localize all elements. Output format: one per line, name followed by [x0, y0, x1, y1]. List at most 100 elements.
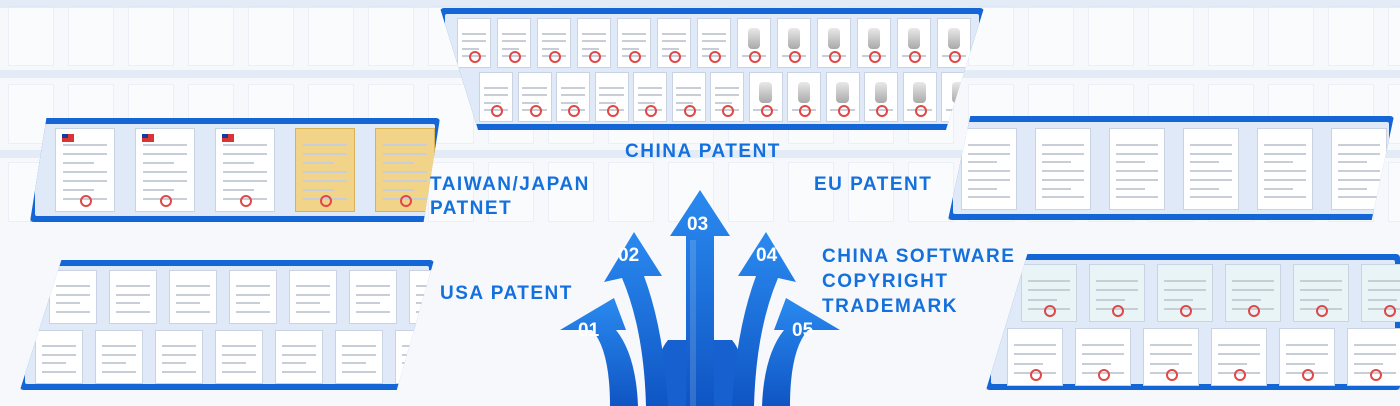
- certificate-thumbnail: [961, 128, 1017, 210]
- usa-patent-certificates: [25, 266, 434, 384]
- arrow-number-02: 02: [618, 245, 639, 266]
- certificate-thumbnail: [109, 270, 157, 324]
- software-label-line3: TRADEMARK: [822, 296, 958, 317]
- background-certificate: [128, 6, 174, 66]
- certificate-thumbnail: [1109, 128, 1165, 210]
- certificate-thumbnail: [1257, 128, 1313, 210]
- certificate-thumbnail: [289, 270, 337, 324]
- software-copyright-trademark-panel: [986, 254, 1400, 390]
- arrow-number-01: 01: [578, 320, 600, 341]
- certificate-thumbnail: [897, 18, 931, 68]
- eu-patent-panel: [948, 116, 1394, 220]
- background-certificate: [1328, 6, 1374, 66]
- certificate-thumbnail: [817, 18, 851, 68]
- china-patent-label: CHINA PATENT: [625, 141, 781, 162]
- certificate-thumbnail: [825, 72, 860, 122]
- certificate-thumbnail: [577, 18, 611, 68]
- certificate-thumbnail: [1035, 128, 1091, 210]
- certificate-thumbnail: [1361, 264, 1400, 322]
- certificate-thumbnail: [671, 72, 706, 122]
- certificate-thumbnail: [1021, 264, 1077, 322]
- certificate-thumbnail: [748, 72, 783, 122]
- background-certificate: [1088, 6, 1134, 66]
- certificate-thumbnail: [787, 72, 821, 122]
- certificate-thumbnail: [537, 18, 571, 68]
- certificate-thumbnail: [937, 18, 971, 68]
- certificate-thumbnail: [295, 128, 355, 212]
- china-patent-certificates: [445, 14, 979, 124]
- eu-patent-label: EU PATENT: [814, 174, 933, 195]
- background-certificate: [608, 162, 654, 222]
- certificate-thumbnail: [1075, 328, 1131, 386]
- certificate-thumbnail: [349, 270, 397, 324]
- certificate-thumbnail: [710, 72, 744, 122]
- certificate-thumbnail: [777, 18, 811, 68]
- certificate-thumbnail: [479, 72, 513, 122]
- arrow-number-03: 03: [687, 214, 708, 235]
- certificate-thumbnail: [1347, 328, 1400, 386]
- background-certificate: [848, 162, 894, 222]
- background-certificate: [1148, 6, 1194, 66]
- certificate-thumbnail: [857, 18, 891, 68]
- taiwan-japan-label-line2: PATNET: [430, 198, 513, 219]
- certificate-thumbnail: [864, 72, 898, 122]
- background-certificate: [1268, 6, 1314, 66]
- certificate-thumbnail: [1279, 328, 1335, 386]
- arrow-fan-graphic: 01 02 03 04 05: [560, 190, 840, 406]
- background-certificate: [1388, 162, 1400, 222]
- background-certificate: [488, 162, 534, 222]
- background-certificate: [188, 6, 234, 66]
- certificate-thumbnail: [155, 330, 203, 384]
- certificate-thumbnail: [215, 330, 263, 384]
- certificate-thumbnail: [697, 18, 731, 68]
- certificate-thumbnail: [1211, 328, 1267, 386]
- background-certificate: [8, 6, 54, 66]
- software-copyright-certificates: [991, 260, 1400, 386]
- arrow-02: [604, 232, 668, 406]
- certificate-thumbnail: [497, 18, 531, 68]
- software-label-line1: CHINA SOFTWARE: [822, 246, 1016, 267]
- background-certificate: [1208, 6, 1254, 66]
- background-certificate: [788, 162, 834, 222]
- certificate-thumbnail: [1089, 264, 1145, 322]
- arrow-04: [732, 232, 796, 406]
- certificate-thumbnail: [35, 330, 83, 384]
- certificate-thumbnail: [902, 72, 937, 122]
- certificate-thumbnail: [737, 18, 771, 68]
- taiwan-japan-patent-panel: [30, 118, 440, 222]
- certificate-thumbnail: [1143, 328, 1199, 386]
- software-label-line2: COPYRIGHT: [822, 271, 949, 292]
- background-certificate: [68, 6, 114, 66]
- arrow-number-05: 05: [792, 320, 814, 341]
- certificate-thumbnail: [275, 330, 323, 384]
- eu-patent-certificates: [953, 122, 1389, 214]
- certificate-thumbnail: [1183, 128, 1239, 210]
- arrow-01: [560, 298, 638, 406]
- certificate-thumbnail: [1007, 328, 1063, 386]
- certificate-thumbnail: [49, 270, 97, 324]
- arrow-05: [762, 298, 840, 406]
- certificate-thumbnail: [617, 18, 651, 68]
- certificate-thumbnail: [335, 330, 383, 384]
- certificate-thumbnail: [1293, 264, 1349, 322]
- taiwan-japan-certificates: [35, 124, 435, 216]
- arrow-03: [670, 190, 730, 406]
- certificate-thumbnail: [135, 128, 195, 212]
- arrow-number-04: 04: [756, 245, 778, 266]
- certificate-thumbnail: [633, 72, 667, 122]
- certificate-thumbnail: [1157, 264, 1213, 322]
- certificate-thumbnail: [229, 270, 277, 324]
- china-patent-panel: [440, 8, 984, 130]
- certificate-thumbnail: [1225, 264, 1281, 322]
- certificate-thumbnail: [517, 72, 552, 122]
- background-certificate: [428, 162, 474, 222]
- certificate-thumbnail: [55, 128, 115, 212]
- certificate-thumbnail: [657, 18, 691, 68]
- background-certificate: [308, 6, 354, 66]
- certificate-thumbnail: [594, 72, 629, 122]
- certificate-thumbnail: [457, 18, 491, 68]
- certificate-thumbnail: [556, 72, 590, 122]
- certificate-thumbnail: [169, 270, 217, 324]
- background-certificate: [1028, 6, 1074, 66]
- certificate-thumbnail: [95, 330, 143, 384]
